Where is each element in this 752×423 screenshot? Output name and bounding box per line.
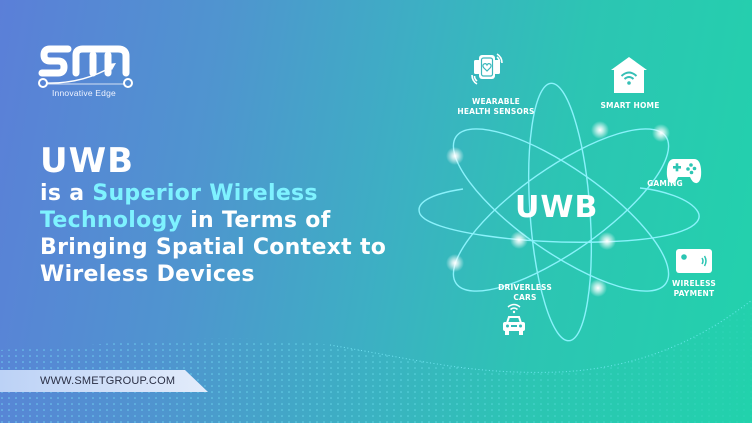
node-label-wearable-health-sensors: WEARABLE HEALTH SENSORS [446, 97, 546, 117]
smet-logo [38, 45, 133, 88]
logo-tagline: Innovative Edge [52, 88, 116, 98]
headline-line-2: Technology in Terms of [40, 207, 386, 234]
node-label-smart-home: SMART HOME [590, 101, 670, 111]
node-label-driverless-cars: DRIVERLESS CARS [490, 283, 560, 303]
label-line: GAMING [647, 179, 683, 188]
label-line: CARS [513, 293, 537, 302]
orbit-diagonal-a [452, 128, 670, 292]
node-label-wireless-payment: WIRELESS PAYMENT [664, 279, 724, 299]
smart-home-icon [611, 57, 647, 93]
label-line: PAYMENT [673, 289, 715, 298]
smartwatch-heart-icon [471, 53, 503, 85]
url-banner [0, 370, 208, 392]
headline-line-3: Bringing Spatial Context to [40, 235, 387, 260]
headline-highlight: Superior Wireless [92, 181, 318, 206]
orbit-glow-points [446, 121, 670, 297]
headline-highlight: Technology [40, 208, 183, 233]
contactless-card-icon [676, 249, 712, 273]
label-line: HEALTH SENSORS [457, 107, 535, 116]
headline-text: is a [40, 181, 93, 206]
headline-line-4: Wireless Devices [40, 262, 255, 287]
orbit-vertical [528, 82, 592, 342]
headline-line-1: is a Superior Wireless [40, 180, 386, 207]
atom-center-label: UWB [515, 190, 599, 225]
label-line: DRIVERLESS [498, 283, 552, 292]
gamepad-icon [666, 159, 702, 184]
label-line: SMART HOME [600, 101, 660, 110]
headline-text: in Terms of [182, 208, 331, 233]
label-line: WEARABLE [472, 97, 520, 106]
headline-title: UWB [40, 141, 135, 181]
label-line: WIRELESS [672, 279, 716, 288]
website-link[interactable]: WWW.SMETGROUP.COM [40, 375, 176, 387]
node-label-gaming: GAMING [640, 179, 690, 189]
headline: UWB is a Superior Wireless Technology in… [40, 142, 386, 288]
connected-car-icon [503, 303, 525, 335]
